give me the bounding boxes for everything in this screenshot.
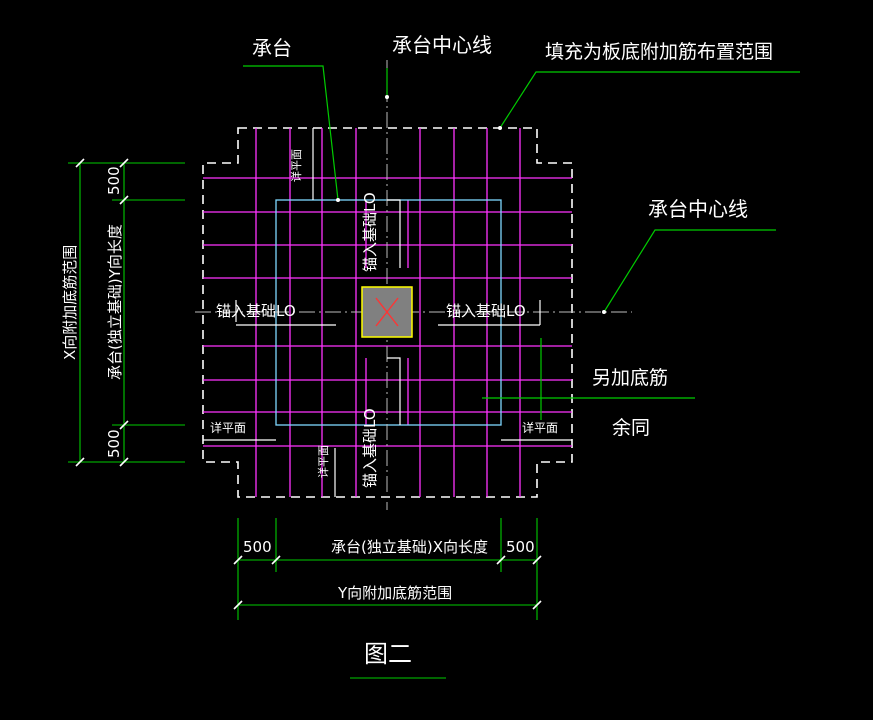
anchor-right-label: 锚入基础LO [446,302,526,320]
dim-left-bottom-500: 500 [105,429,123,458]
see-plan-top-label: 详平面 [289,149,303,182]
dim-left-cap-y: 承台(独立基础)Y向长度 [106,224,124,380]
cap-label: 承台 [252,36,292,60]
dim-bottom-left-500: 500 [243,538,272,556]
rest-same-label: 余同 [612,417,650,439]
dim-bottom-right-500: 500 [506,538,535,556]
left-dimension-ticks [75,158,129,467]
see-plan-left-label: 详平面 [210,420,246,435]
bottom-dimension-lines [237,518,538,679]
anchor-left-label: 锚入基础LO [216,302,296,320]
column [361,286,413,338]
leader-dots [336,95,606,314]
bottom-dimension-ticks [233,555,542,610]
dim-bottom-y-range: Y向附加底筋范围 [337,584,452,602]
leader-lines [243,65,800,420]
see-plan-bottom-label: 详平面 [316,445,330,478]
extra-bar-label: 另加底筋 [592,367,668,389]
cap-centerline-top-label: 承台中心线 [392,33,492,57]
anchor-brackets [203,128,572,497]
left-dimension-lines [68,162,185,463]
anchor-top-label: 锚入基础LO [361,192,379,272]
fill-range-label: 填充为板底附加筋布置范围 [545,41,773,63]
see-plan-right-label: 详平面 [522,420,558,435]
anchor-bottom-label: 锚入基础LO [361,408,379,488]
additional-rebar-boundary [202,127,573,498]
centerlines [195,60,632,510]
dim-bottom-cap-x: 承台(独立基础)X向长度 [331,538,488,556]
cap-centerline-right-label: 承台中心线 [648,197,748,221]
dim-left-top-500: 500 [105,166,123,195]
figure-title: 图二 [364,640,412,668]
dim-left-x-range: X向附加底筋范围 [61,245,79,360]
